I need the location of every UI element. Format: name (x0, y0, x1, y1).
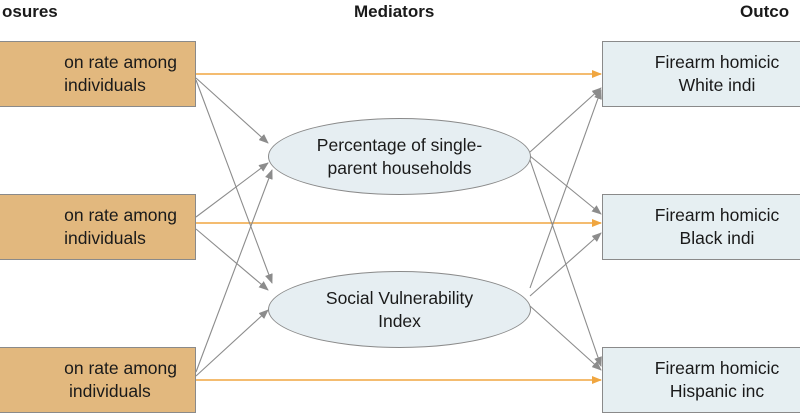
mediator-1-line2: parent households (327, 157, 472, 178)
mediated-arrow-m2-o1 (529, 89, 602, 289)
mediator-2-line1: Social Vulnerability (325, 287, 474, 308)
outcomes-header: Outco (740, 2, 790, 21)
mediated-arrow-m1-o3 (529, 159, 602, 367)
outcome-box-hispanic: Firearm homicic Hispanic inc (602, 347, 800, 413)
outcome-box-2-line1: Firearm homicic (654, 205, 780, 225)
mediator-social-vulnerability-index: Social Vulnerability Index (268, 271, 531, 348)
outcome-box-white: Firearm homicic White indi (602, 41, 800, 107)
mediated-arrow-e3-m2 (195, 309, 269, 377)
mediated-arrow-m1-o1 (529, 87, 602, 153)
outcome-box-1-line1: Firearm homicic (654, 52, 780, 72)
mediated-arrow-m1-o2 (529, 155, 602, 215)
mediated-arrow-m2-o2 (529, 232, 602, 297)
mediator-single-parent-households: Percentage of single- parent households (268, 118, 531, 195)
exposure-box-3-line2: individuals (64, 381, 151, 401)
outcome-box-1-line2: White indi (678, 75, 756, 95)
mediated-arrow-e1-m1 (195, 77, 269, 144)
exposure-box-2-line1: on rate among (64, 205, 177, 225)
mediated-arrow-e3-m1 (195, 169, 273, 373)
mediator-1-line1: Percentage of single- (316, 134, 483, 155)
exposure-box-3: on rate among individuals (0, 347, 196, 413)
outcome-box-2-line2: Black indi (679, 228, 755, 248)
mediator-2-line2: Index (378, 310, 421, 331)
exposure-box-3-line1: on rate among (64, 358, 177, 378)
mediated-arrow-e1-m2 (195, 79, 273, 284)
exposure-box-1: on rate among individuals (0, 41, 196, 107)
exposure-box-1-line2: individuals (64, 75, 146, 95)
mediated-arrow-m2-o3 (529, 305, 602, 371)
mediators-header: Mediators (354, 2, 435, 21)
mediated-arrow-e2-m1 (195, 162, 269, 218)
mediated-arrow-e2-m2 (195, 228, 269, 291)
exposure-box-2-line2: individuals (64, 228, 146, 248)
exposures-header: osures (2, 2, 58, 21)
outcome-box-3-line2: Hispanic inc (669, 381, 765, 401)
outcome-box-black: Firearm homicic Black indi (602, 194, 800, 260)
outcome-box-3-line1: Firearm homicic (654, 358, 780, 378)
exposure-box-1-line1: on rate among (64, 52, 177, 72)
exposure-box-2: on rate among individuals (0, 194, 196, 260)
